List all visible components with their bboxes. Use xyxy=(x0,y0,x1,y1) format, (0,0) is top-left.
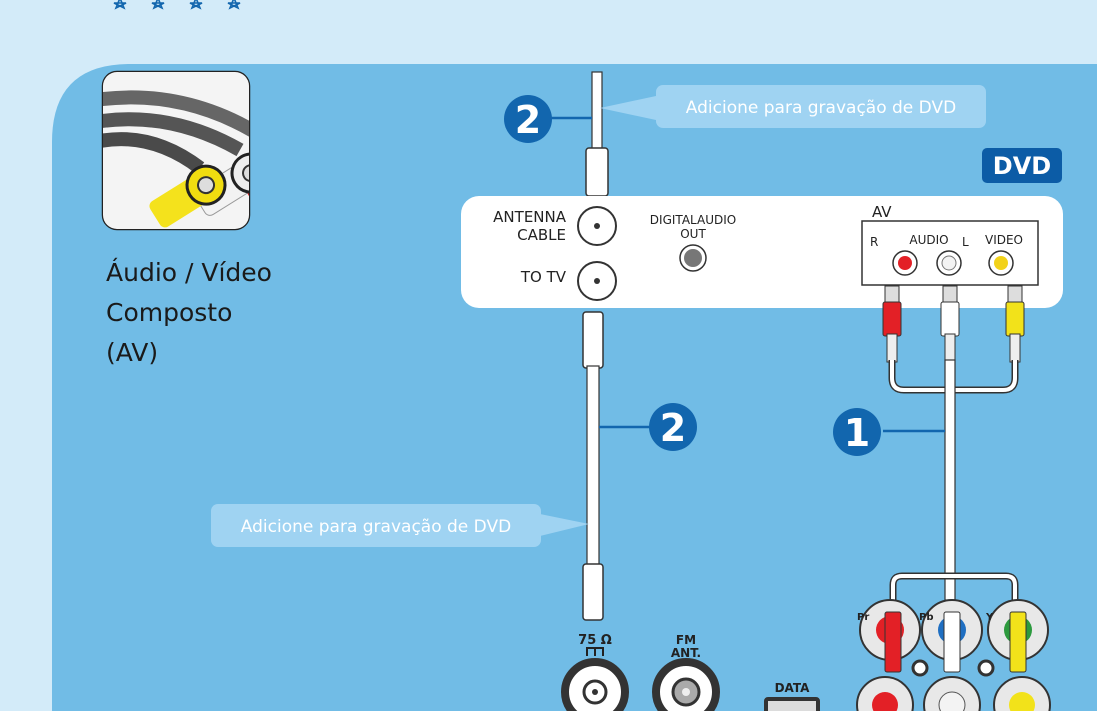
to-tv-jack xyxy=(577,261,617,301)
digital-audio-label: DIGITALAUDIO xyxy=(650,213,736,227)
tv-component-inputs: Pr Pb Y xyxy=(856,599,1051,711)
callout-left: Adicione para gravação de DVD xyxy=(211,504,541,547)
fm-label-2: ANT. xyxy=(671,646,701,660)
antenna-cable-label: ANTENNA xyxy=(493,208,567,226)
dvd-badge: DVD xyxy=(982,148,1062,183)
callout-top: Adicione para gravação de DVD xyxy=(656,85,986,128)
product-label-line-1: Áudio / Vídeo xyxy=(106,258,272,287)
step-badge-right: 1 xyxy=(833,408,881,456)
svg-text:Adicione para gravação de DVD: Adicione para gravação de DVD xyxy=(241,517,511,537)
video-label: VIDEO xyxy=(985,233,1023,247)
digital-audio-label-2: OUT xyxy=(680,227,706,241)
top-antenna-cable xyxy=(585,71,609,197)
ohm-label: 75 Ω xyxy=(578,633,612,648)
svg-text:DVD: DVD xyxy=(993,152,1051,180)
composite-av-cable-icon xyxy=(101,70,251,231)
product-label-line-3: (AV) xyxy=(106,338,158,367)
svg-text:1: 1 xyxy=(844,411,870,455)
step-badge-middle: 2 xyxy=(649,403,697,451)
star-rating-icon xyxy=(113,0,241,10)
digital-audio-out-jack xyxy=(679,244,707,272)
pb-label: Pb xyxy=(919,612,934,623)
l-label: L xyxy=(962,235,969,249)
tv-rf-inputs: 75 Ω FM ANT. DATA xyxy=(561,633,820,711)
callout-top-connector xyxy=(600,96,656,120)
audio-right-jack xyxy=(892,250,918,276)
pr-label: Pr xyxy=(857,612,869,623)
fm-label: FM xyxy=(676,633,696,647)
to-tv-label: TO TV xyxy=(520,268,567,286)
audio-left-jack xyxy=(936,250,962,276)
av-label: AV xyxy=(872,203,892,221)
callout-left-connector xyxy=(540,514,589,536)
svg-text:Adicione para gravação de DVD: Adicione para gravação de DVD xyxy=(686,98,956,118)
step-badge-top: 2 xyxy=(504,95,552,143)
av-input-group xyxy=(861,220,1039,286)
y-label: Y xyxy=(985,612,994,623)
svg-text:2: 2 xyxy=(660,406,686,450)
antenna-cable-label-2: CABLE xyxy=(517,226,566,244)
r-label: R xyxy=(870,235,878,249)
product-label-line-2: Composto xyxy=(106,298,232,327)
dvd-recorder-panel: ANTENNA CABLE TO TV DIGITALAUDIO OUT AV … xyxy=(461,196,1063,308)
data-label: DATA xyxy=(775,681,811,695)
svg-text:2: 2 xyxy=(515,98,541,142)
av-cable xyxy=(882,285,1025,620)
antenna-cable-to-tv xyxy=(582,311,604,621)
video-jack xyxy=(988,250,1014,276)
antenna-cable-jack xyxy=(577,206,617,246)
audio-label: AUDIO xyxy=(909,233,948,247)
